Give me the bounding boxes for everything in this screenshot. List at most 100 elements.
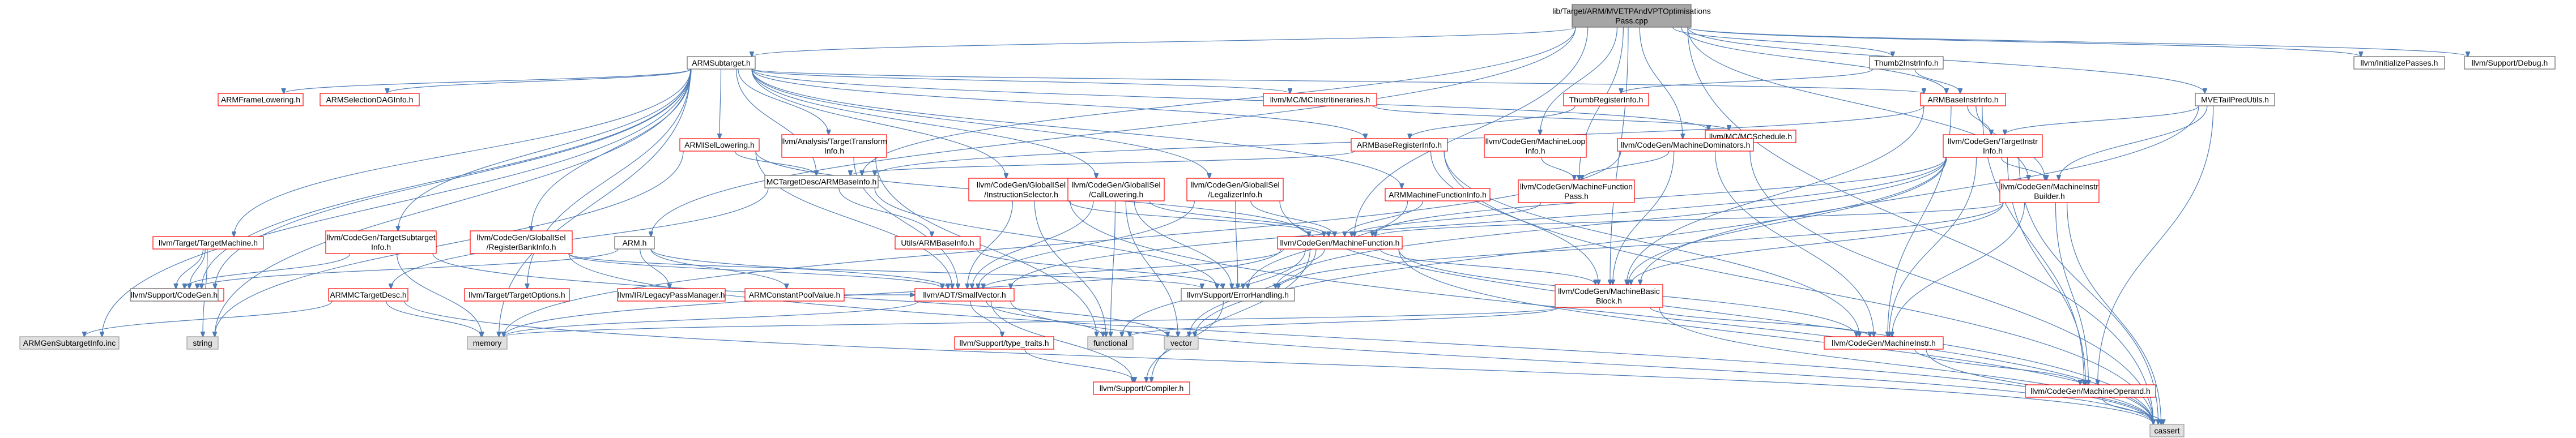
node-box-armmctargetdesc (328, 288, 408, 302)
node-box-gisel_rbi (470, 230, 573, 254)
node-box-armframelowering (218, 93, 304, 106)
node-armframelowering[interactable]: ARMFrameLowering.h (218, 93, 304, 106)
edge-armsubtarget-to-memory (499, 68, 691, 337)
edge-root-to-cgmachinebasicblock (1610, 27, 1629, 285)
edge-cgmachinefunction-to-supportcompiler (1152, 248, 1311, 382)
node-cgmachineoperand[interactable]: llvm/CodeGen/MachineOperand.h (2025, 384, 2156, 398)
node-armisellowering[interactable]: ARMISelLowering.h (679, 138, 760, 152)
node-cgmachineinstr[interactable]: llvm/CodeGen/MachineInstr.h (1824, 336, 1944, 350)
edge-armbasereginfo-to-cassert (1444, 151, 2153, 424)
node-utilsarmbase[interactable]: Utils/ARMBaseInfo.h (895, 236, 981, 250)
edge-cgtargetinstrinfo-to-vector (1195, 157, 1947, 337)
edge-gisel_cl-to-functional (1111, 200, 1116, 337)
node-armbasereginfo[interactable]: ARMBaseRegisterInfo.h (1351, 138, 1448, 152)
edge-gisel_cl-to-supporterror (1134, 200, 1232, 289)
edge-cgmachineinstrbuilder-to-cassert (2067, 202, 2161, 424)
node-box-supportdebug (2464, 56, 2556, 70)
edge-armsubtarget-to-gisel_li (751, 68, 1210, 178)
edge-gisel_is-to-cassert (1070, 200, 2153, 424)
node-targetoptions[interactable]: llvm/Target/TargetOptions.h (464, 288, 570, 302)
node-label-vector-0: vector (1170, 338, 1192, 347)
node-string[interactable]: string (186, 336, 219, 350)
node-armmachinefuncinfo[interactable]: ARMMachineFunctionInfo.h (1385, 188, 1491, 201)
node-gisel_li[interactable]: llvm/CodeGen/GlobalISel/LegalizerInfo.h (1186, 178, 1284, 201)
node-gisel_cl[interactable]: llvm/CodeGen/GlobalISel/CallLowering.h (1067, 178, 1165, 201)
node-vector[interactable]: vector (1164, 336, 1199, 350)
edge-cgmachineinstrbuilder-to-cgmachineoperand (2055, 202, 2088, 385)
node-box-cgmachineloopinfo (1484, 134, 1587, 158)
edge-cgmachinefunction-to-cgmachinebasicblock (1379, 248, 1595, 285)
edge-gisel_is-to-functional (1034, 200, 1106, 337)
edge-armh-to-adtsmallvector (650, 248, 948, 289)
node-supporttypetraits[interactable]: llvm/Support/type_traits.h (954, 336, 1054, 350)
edge-cgtargetinstrinfo-to-cgmachinefunction (1373, 157, 1947, 237)
edge-armbaseinstrinfo-to-cgmachinebasicblock (1627, 105, 1924, 285)
node-gisel_rbi[interactable]: llvm/CodeGen/GlobalISel/RegisterBankInfo… (470, 230, 573, 254)
edge-cgmachinefuncpass-to-cgmachinefunction (1352, 202, 1542, 237)
edge-armsubtarget-to-armframelowering (284, 68, 691, 93)
edge-adtsmallvector-to-supporttypetraits (970, 300, 1002, 337)
node-armseldag[interactable]: ARMSelectionDAGInfo.h (320, 93, 420, 106)
node-box-armbaseinstrinfo (1920, 93, 2006, 106)
node-box-analysistti (781, 134, 887, 158)
node-gisel_is[interactable]: llvm/CodeGen/GlobalISel/InstructionSelec… (968, 178, 1074, 201)
node-armsubtarget[interactable]: ARMSubtarget.h (687, 56, 756, 70)
node-supporterror[interactable]: llvm/Support/ErrorHandling.h (1181, 288, 1295, 302)
node-root[interactable]: lib/Target/ARM/MVETPAndVPTOptimisationsP… (1552, 4, 1711, 28)
node-mcinstrit[interactable]: llvm/MC/MCInstrItineraries.h (1263, 93, 1377, 106)
node-adtsmallvector[interactable]: llvm/ADT/SmallVector.h (914, 288, 1015, 302)
node-box-armh (614, 236, 655, 250)
node-armmctargetdesc[interactable]: ARMMCTargetDesc.h (328, 288, 408, 302)
node-thumbreginfo[interactable]: ThumbRegisterInfo.h (1563, 93, 1649, 106)
edge-armh-to-supportcodegen (197, 248, 619, 289)
edge-armmctargetdesc-to-cassert (404, 300, 2153, 424)
edge-mcinstrit-to-mcschedule (1373, 105, 1729, 130)
node-functional[interactable]: functional (1087, 336, 1134, 350)
node-armconstpool[interactable]: ARMConstantPoolValue.h (744, 288, 845, 302)
node-cassert[interactable]: cassert (2149, 424, 2185, 437)
edge-root-to-armbaseinstrinfo (1681, 27, 1947, 93)
node-armbaseinstrinfo[interactable]: ARMBaseInstrInfo.h (1920, 93, 2006, 106)
node-memory[interactable]: memory (467, 336, 508, 350)
node-label-cgmachinebasicblock-1: Block.h (1596, 297, 1622, 306)
node-box-cgtargetinstrinfo (1943, 134, 2043, 158)
edge-cgtargetinstrinfo-to-cassert (2019, 157, 2158, 424)
node-box-armmachinefuncinfo (1385, 188, 1491, 201)
node-thumb2instrinfo[interactable]: Thumb2InstrInfo.h (1869, 56, 1944, 70)
node-cgmachinefunction[interactable]: llvm/CodeGen/MachineFunction.h (1277, 236, 1403, 250)
node-armh[interactable]: ARM.h (614, 236, 655, 250)
node-label-armconstpool-0: ARMConstantPoolValue.h (749, 290, 841, 299)
node-label-armgensubtarget-0: ARMGenSubtargetInfo.inc (23, 338, 116, 347)
edge-armbasereginfo-to-cgmachineinstr (1444, 151, 1859, 337)
node-box-root (1572, 4, 1692, 28)
node-mctargetdescbase[interactable]: MCTargetDesc/ARMBaseInfo.h (764, 175, 879, 188)
node-supportcompiler[interactable]: llvm/Support/Compiler.h (1093, 381, 1190, 395)
node-armtargetmachine[interactable]: llvm/Target/TargetMachine.h (152, 236, 264, 250)
node-supportcodegen[interactable]: llvm/Support/CodeGen.h (130, 288, 219, 302)
edge-gisel_rbi-to-adtsmallvector (568, 253, 942, 289)
node-initpasses[interactable]: llvm/InitializePasses.h (2353, 56, 2445, 70)
node-label-thumb2instrinfo-0: Thumb2InstrInfo.h (1874, 58, 1939, 67)
edge-gisel_is-to-cgmachinefunction (1068, 200, 1324, 237)
edge-cgmachinedominators-to-cassert (1749, 151, 2153, 424)
node-label-cgmachineinstrbuilder-1: Builder.h (2034, 192, 2064, 201)
node-supportdebug[interactable]: llvm/Support/Debug.h (2464, 56, 2556, 70)
node-label-armseldag-0: ARMSelectionDAGInfo.h (326, 95, 413, 104)
node-cgmachinedominators[interactable]: llvm/CodeGen/MachineDominators.h (1617, 138, 1754, 152)
node-armgensubtarget[interactable]: ARMGenSubtargetInfo.inc (19, 336, 120, 350)
node-mvetailpred[interactable]: MVETailPredUtils.h (2195, 93, 2275, 106)
node-label-cgtargetsubtarget-1: Info.h (371, 243, 391, 252)
node-label-adtsmallvector-0: llvm/ADT/SmallVector.h (923, 290, 1006, 299)
edge-cgmachinebasicblock-to-functional (1130, 307, 1559, 337)
node-label-cassert-0: cassert (2154, 426, 2179, 435)
node-irlegacypm[interactable]: llvm/IR/LegacyPassManager.h (617, 288, 726, 302)
edge-thumb2instrinfo-to-armbaseinstrinfo (1914, 68, 1960, 93)
node-box-supportcompiler (1093, 381, 1190, 395)
